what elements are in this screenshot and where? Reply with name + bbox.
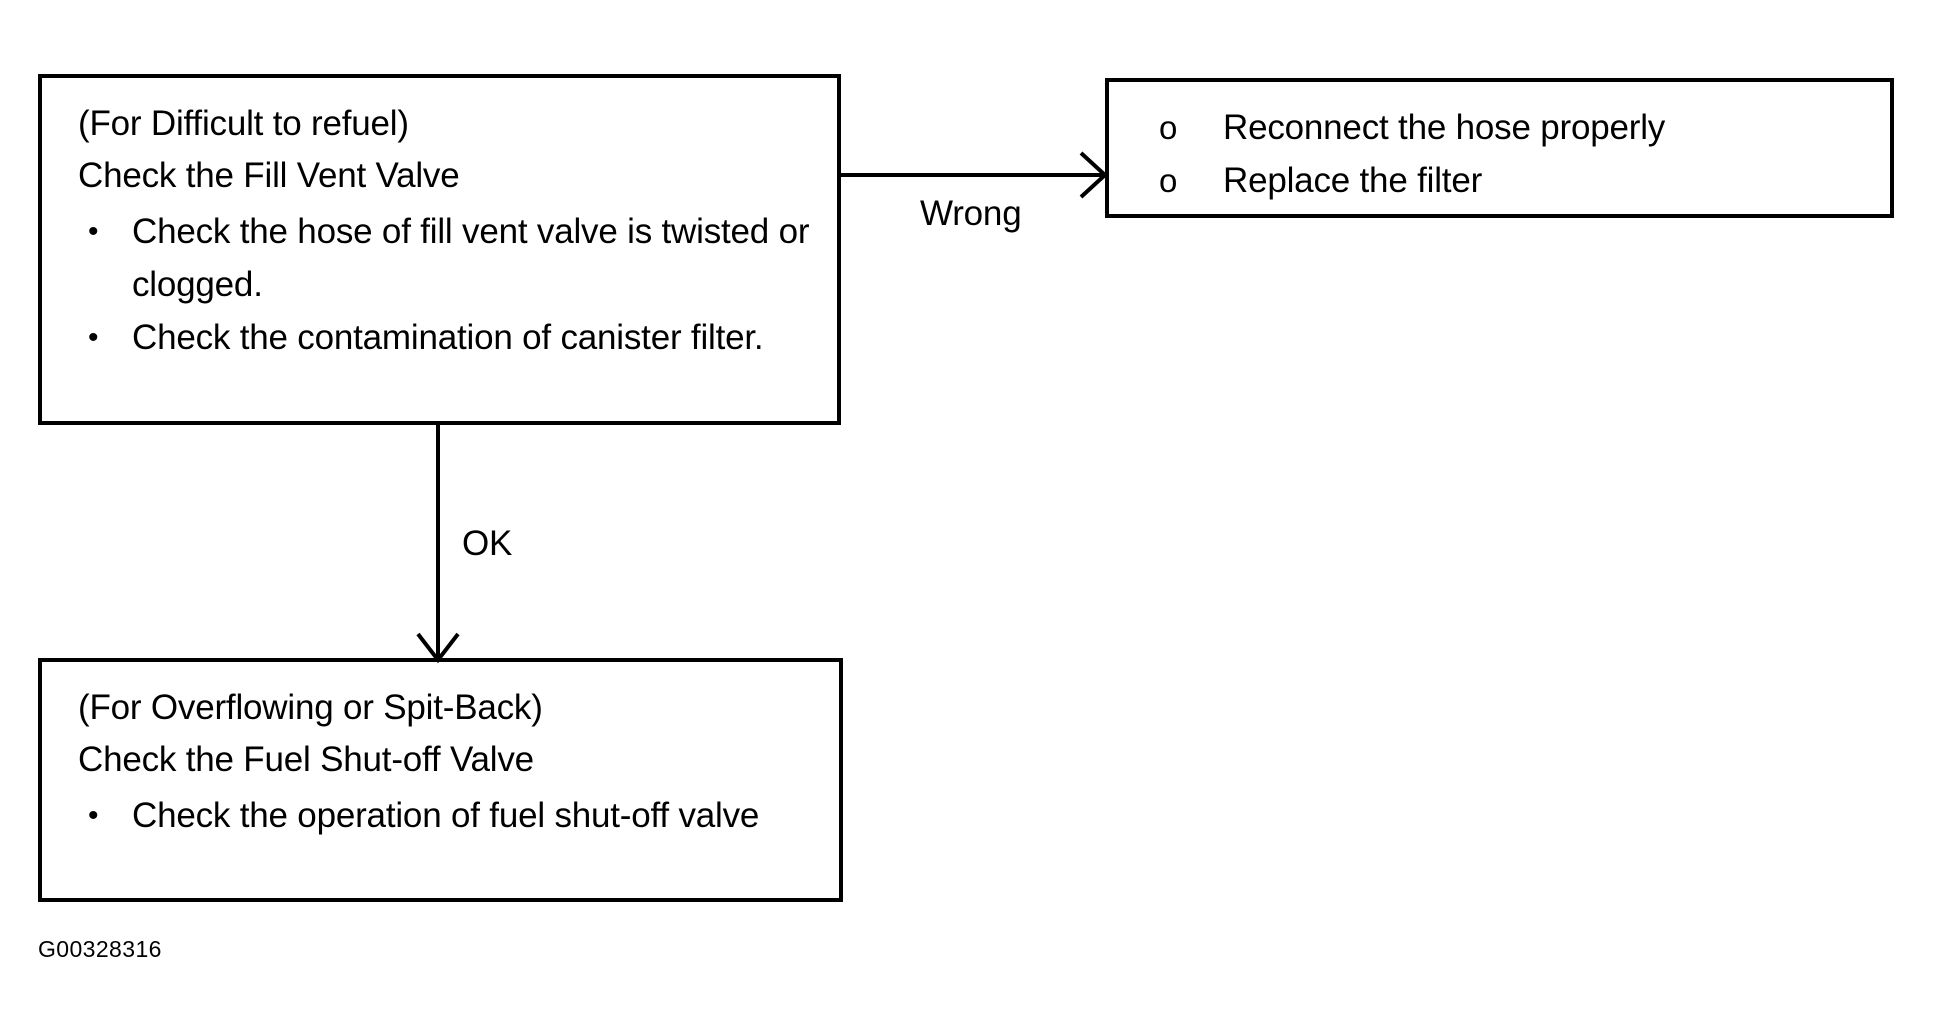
figure-caption: G00328316 [38,936,162,962]
node-item-list: o Reconnect the hose properly o Replace … [1145,101,1890,207]
edge-label-ok: OK [462,524,513,563]
bullet-icon: • [88,215,99,248]
node-item-list: • Check the hose of fill vent valve is t… [78,205,837,364]
list-item: • Check the operation of fuel shut-off v… [78,789,832,842]
node-condition-label: (For Difficult to refuel) [78,104,409,143]
circle-bullet-icon: o [1159,162,1178,199]
edge-label-wrong: Wrong [920,194,1022,233]
bullet-icon: • [88,799,99,832]
node-body: (For Difficult to refuel) Check the Fill… [42,78,837,364]
node-fuel-shut-off-valve-check: (For Overflowing or Spit-Back) Check the… [38,658,843,902]
list-item: o Replace the filter [1145,154,1890,207]
list-item: o Reconnect the hose properly [1145,101,1890,154]
list-item: • Check the hose of fill vent valve is t… [78,205,832,311]
node-corrective-actions: o Reconnect the hose properly o Replace … [1105,78,1894,218]
node-condition-label: (For Overflowing or Spit-Back) [78,688,543,727]
list-item-text: Check the operation of fuel shut-off val… [132,796,760,835]
node-item-list: • Check the operation of fuel shut-off v… [78,789,839,842]
node-fill-vent-valve-check: (For Difficult to refuel) Check the Fill… [38,74,841,425]
list-item-text: Replace the filter [1223,161,1483,200]
node-title-label: Check the Fuel Shut-off Valve [78,740,534,779]
edge-ok-arrow [416,425,460,664]
node-body: (For Overflowing or Spit-Back) Check the… [42,662,839,842]
list-item-text: Check the hose of fill vent valve is twi… [132,212,810,304]
bullet-icon: • [88,321,99,354]
list-item-text: Reconnect the hose properly [1223,108,1666,147]
list-item-text: Check the contamination of canister filt… [132,318,764,357]
circle-bullet-icon: o [1159,109,1178,146]
node-title-label: Check the Fill Vent Valve [78,156,460,195]
list-item: • Check the contamination of canister fi… [78,311,832,364]
node-body: o Reconnect the hose properly o Replace … [1109,82,1890,207]
edge-wrong-arrow [841,151,1108,199]
